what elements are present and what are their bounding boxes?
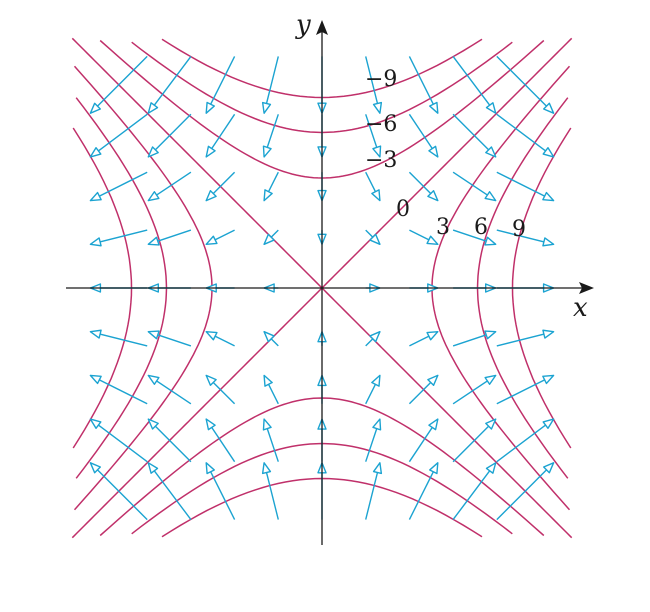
gradient-vectors <box>89 55 555 521</box>
gradient-arrow-icon <box>452 229 497 246</box>
gradient-arrow-icon <box>408 113 439 158</box>
level-labels: −9 −6 −3 0 3 6 9 <box>365 67 526 242</box>
gradient-arrow-icon <box>452 55 497 114</box>
gradient-arrow-icon <box>408 462 439 520</box>
gradient-arrow-icon <box>205 462 236 520</box>
gradient-arrow-icon <box>147 113 192 158</box>
gradient-arrow-icon <box>365 331 381 347</box>
gradient-arrow-icon <box>89 55 148 114</box>
gradient-arrow-icon <box>365 114 382 158</box>
level-label-neg3: −3 <box>365 148 397 173</box>
level-label-6: 6 <box>474 215 488 240</box>
gradient-arrow-icon <box>452 374 497 405</box>
gradient-arrow-icon <box>365 171 381 202</box>
gradient-arrow-icon <box>147 418 192 463</box>
gradient-arrow-icon <box>262 114 279 158</box>
gradient-arrow-icon <box>496 462 555 521</box>
gradient-arrow-icon <box>205 229 235 246</box>
gradient-arrow-icon <box>147 171 192 202</box>
gradient-arrow-icon <box>496 171 555 202</box>
gradient-arrow-icon <box>89 462 148 521</box>
gradient-arrow-icon <box>408 374 439 405</box>
gradient-arrow-icon <box>365 229 381 246</box>
gradient-arrow-icon <box>452 418 497 463</box>
gradient-arrow-icon <box>365 462 383 520</box>
gradient-arrow-icon <box>263 171 279 202</box>
x-axis-label: x <box>573 293 588 323</box>
gradient-arrow-icon <box>261 56 279 114</box>
gradient-arrow-icon <box>496 113 555 158</box>
level-label-neg9: −9 <box>365 67 397 92</box>
gradient-arrow-icon <box>409 331 439 347</box>
gradient-arrow-icon <box>496 329 555 347</box>
gradient-arrow-icon <box>89 229 148 247</box>
gradient-arrow-icon <box>408 56 439 114</box>
gradient-arrow-icon <box>262 418 279 462</box>
y-axis-label: y <box>295 10 311 40</box>
gradient-arrow-icon <box>452 113 497 158</box>
gradient-arrow-icon <box>205 374 236 405</box>
x-axis-arrow-icon <box>579 282 594 294</box>
gradient-arrow-icon <box>89 329 148 347</box>
gradient-arrow-icon <box>452 171 497 202</box>
gradient-arrow-icon <box>89 418 148 463</box>
gradient-arrow-icon <box>496 418 555 463</box>
gradient-arrow-icon <box>263 331 279 347</box>
gradient-arrow-icon <box>496 55 555 114</box>
gradient-arrow-icon <box>147 330 192 347</box>
gradient-arrow-icon <box>408 418 439 463</box>
level-label-9: 9 <box>512 217 526 242</box>
gradient-arrow-icon <box>452 330 497 347</box>
gradient-arrow-icon <box>365 56 383 114</box>
gradient-arrow-icon <box>496 374 555 405</box>
gradient-arrow-icon <box>263 374 279 405</box>
gradient-arrow-icon <box>205 171 236 202</box>
gradient-arrow-icon <box>147 462 192 521</box>
gradient-arrow-icon <box>409 229 439 246</box>
gradient-arrow-icon <box>365 374 381 405</box>
gradient-arrow-icon <box>263 229 279 246</box>
gradient-arrow-icon <box>496 229 555 247</box>
coordinate-axes: x y <box>66 10 594 545</box>
gradient-arrow-icon <box>408 171 439 202</box>
gradient-arrow-icon <box>89 113 148 158</box>
gradient-arrow-icon <box>205 56 236 114</box>
level-label-3: 3 <box>436 215 450 240</box>
y-axis-arrow-icon <box>316 20 328 35</box>
gradient-arrow-icon <box>147 229 192 246</box>
gradient-arrow-icon <box>89 374 148 405</box>
gradient-arrow-icon <box>89 171 148 202</box>
gradient-arrow-icon <box>452 462 497 521</box>
gradient-arrow-icon <box>205 331 235 347</box>
gradient-arrow-icon <box>261 462 279 520</box>
gradient-arrow-icon <box>147 374 192 405</box>
gradient-arrow-icon <box>365 418 382 462</box>
gradient-arrow-icon <box>205 113 236 158</box>
gradient-arrow-icon <box>205 418 236 463</box>
gradient-arrow-icon <box>147 55 192 114</box>
level-label-neg6: −6 <box>365 112 397 137</box>
level-label-0: 0 <box>396 197 410 222</box>
